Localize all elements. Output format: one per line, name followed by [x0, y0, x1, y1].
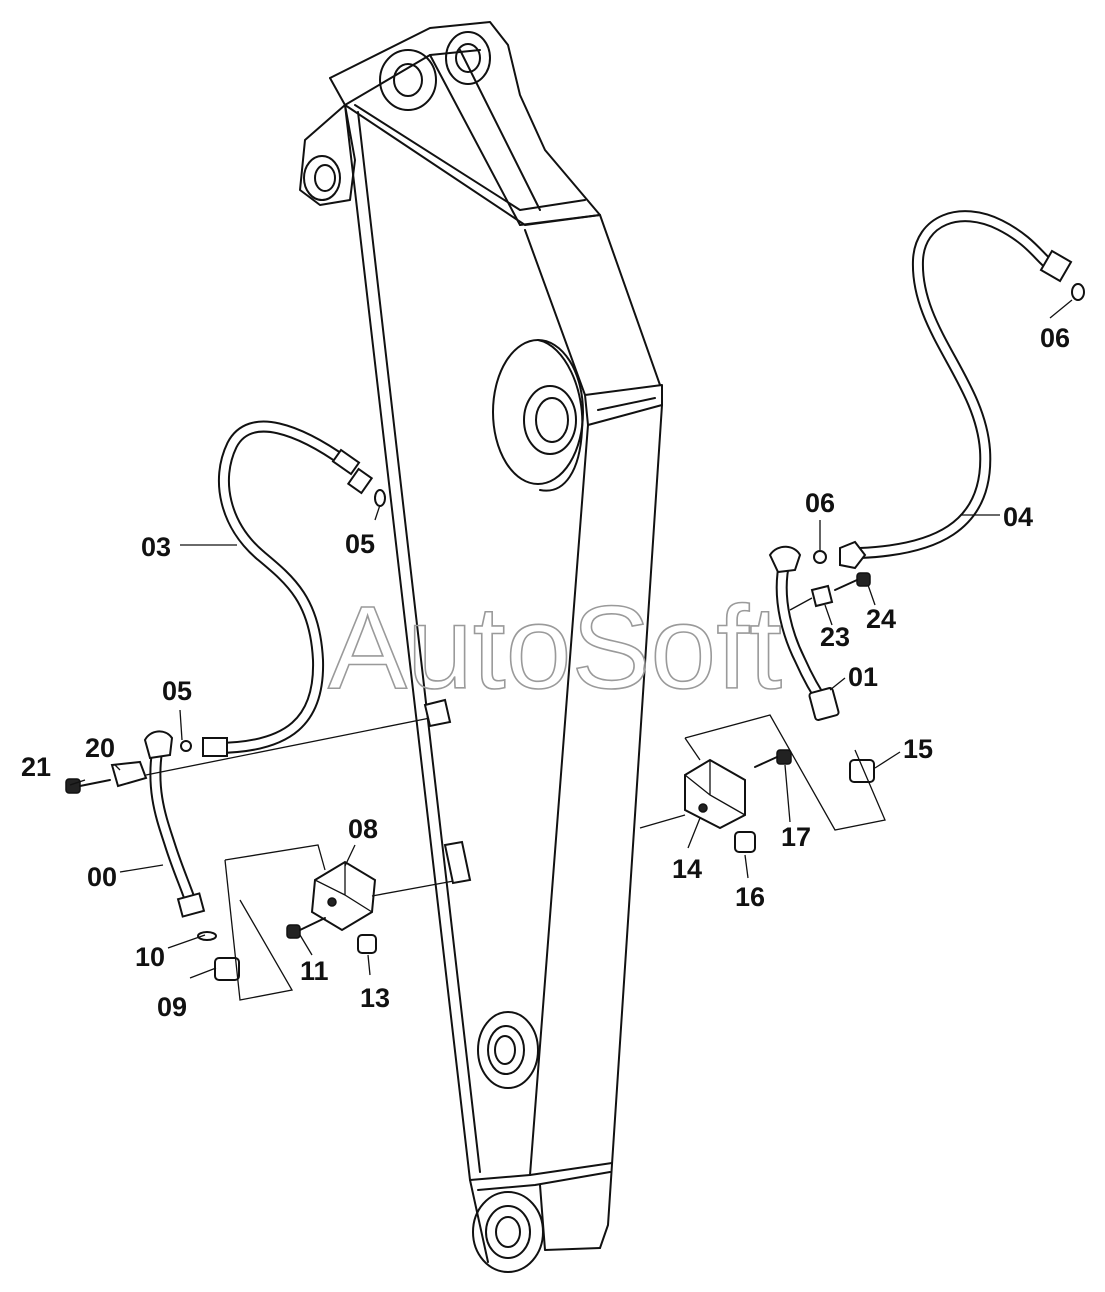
boom-arm [299, 21, 663, 1273]
watermark-text: AutoSoft [328, 582, 782, 714]
pipe-00 [143, 730, 240, 981]
callout-14: 14 [672, 854, 702, 884]
callout-03: 03 [141, 532, 171, 562]
callout-15: 15 [903, 734, 933, 764]
callout-08: 08 [348, 814, 378, 844]
callout-06-upper: 06 [1040, 323, 1070, 353]
leader-lines [69, 299, 1073, 979]
callout-06-lower: 06 [805, 488, 835, 518]
callout-13: 13 [360, 983, 390, 1013]
hose-04 [839, 210, 1085, 570]
block-14-group [639, 714, 886, 853]
callout-01: 01 [848, 662, 878, 692]
callout-04: 04 [1003, 502, 1033, 532]
callout-20: 20 [85, 733, 115, 763]
callout-24: 24 [866, 604, 896, 634]
callout-00: 00 [87, 862, 117, 892]
callout-23: 23 [820, 622, 850, 652]
callout-09: 09 [157, 992, 187, 1022]
block-08-group [224, 840, 472, 1001]
callout-17: 17 [781, 822, 811, 852]
callout-05-upper: 05 [345, 529, 375, 559]
callout-05-lower: 05 [162, 676, 192, 706]
callout-11: 11 [300, 956, 329, 986]
callout-10: 10 [135, 942, 165, 972]
callout-16: 16 [735, 882, 765, 912]
clamp-20-bolt-21 [65, 698, 452, 794]
pipe-01 [768, 545, 875, 783]
callout-21: 21 [21, 752, 51, 782]
